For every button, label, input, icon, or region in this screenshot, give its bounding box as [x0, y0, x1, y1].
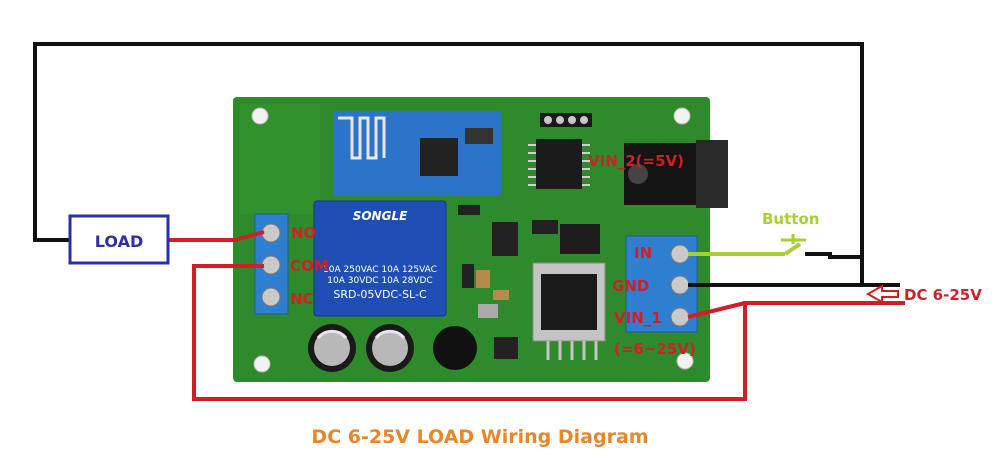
vin1-range-label: (=6~25V): [614, 340, 696, 358]
relay-rating-1: 10A 250VAC 10A 125VAC: [323, 265, 437, 275]
in-label: IN: [634, 244, 652, 262]
nc-label: NC: [290, 290, 314, 308]
wire-red-load-no: [168, 230, 265, 242]
relay: SONGLE 10A 250VAC 10A 125VAC 10A 30VDC 1…: [313, 200, 447, 317]
wire-red-com-vin: [192, 264, 905, 401]
dc-input-label: DC 6-25V: [904, 286, 982, 304]
smd-components: [458, 205, 600, 359]
dc-barrel-jack: [624, 140, 728, 208]
gnd-label: GND: [612, 277, 649, 295]
header-pins: [540, 113, 592, 127]
relay-model: SRD-05VDC-SL-C: [333, 288, 427, 301]
wire-black-button: [805, 252, 862, 259]
input-arrow-icon: [865, 284, 899, 304]
button-label: Button: [762, 210, 819, 228]
wire-red-vin-terminal: [687, 301, 746, 319]
wire-black-load-gnd: [33, 42, 864, 287]
load-label: LOAD: [95, 232, 143, 251]
relay-rating-2: 10A 30VDC 10A 28VDC: [327, 276, 432, 286]
com-label: COM: [290, 257, 329, 275]
button-icon: [781, 234, 806, 244]
voltage-regulator: [532, 262, 606, 360]
relay-brand: SONGLE: [353, 209, 408, 223]
no-label: NO: [291, 224, 316, 242]
diagram-title: DC 6-25V LOAD Wiring Diagram: [311, 426, 648, 448]
button-switch-contact: [783, 242, 802, 256]
right-terminal-block: [625, 235, 698, 333]
bluetooth-module: [333, 111, 501, 196]
capacitors: [308, 324, 414, 372]
vin1-label: VIN_1: [614, 309, 662, 327]
inductor: [433, 326, 477, 370]
load-box: [68, 214, 170, 265]
ic-chip: [528, 139, 590, 189]
vin2-label: VIN_2(=5V): [588, 152, 684, 170]
